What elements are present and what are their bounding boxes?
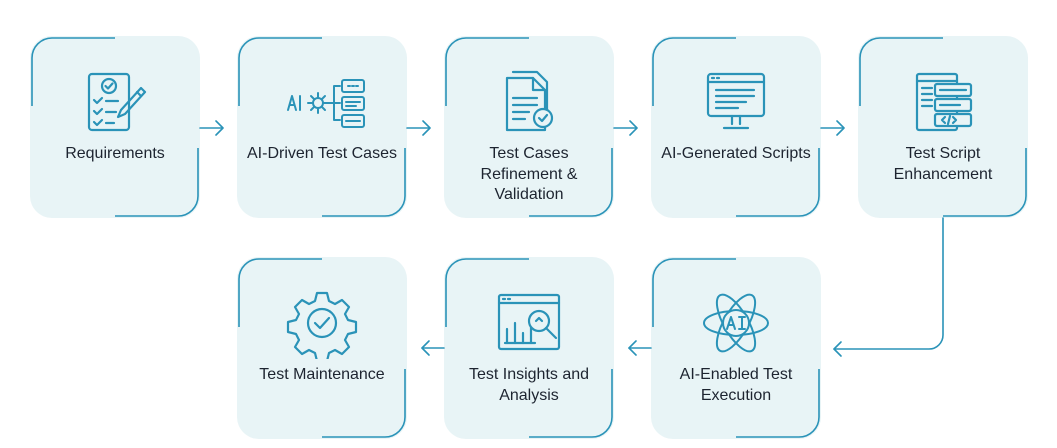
monitor-script-icon <box>706 72 766 130</box>
arrow-step3-to-step4 <box>613 120 638 136</box>
requirements-checklist-icon <box>87 72 147 132</box>
step-card-test-cases-refinement: Test Cases Refinement & Validation <box>444 36 614 218</box>
step-label: AI-Enabled Test Execution <box>679 366 793 404</box>
ai-gear-flow-icon <box>287 79 365 128</box>
step-label: Test Insights and Analysis <box>468 366 590 404</box>
step-card-ai-generated-scripts: AI-Generated Scripts <box>651 36 821 218</box>
step-label: Test Script Enhancement <box>893 145 993 183</box>
arrow-step4-to-step5 <box>820 120 845 136</box>
arrow-step7-to-step8 <box>421 340 445 356</box>
analytics-magnifier-icon <box>497 293 561 351</box>
arrow-step1-to-step2 <box>199 120 224 136</box>
arrow-step6-to-step7 <box>628 340 652 356</box>
step-label: Requirements <box>65 145 165 162</box>
arrow-step5-to-step6 <box>833 217 944 357</box>
ai-atom-icon <box>703 293 769 353</box>
step-card-requirements: Requirements <box>30 36 200 218</box>
step-card-test-insights-analysis: Test Insights and Analysis <box>444 257 614 439</box>
documents-check-icon <box>505 70 554 132</box>
step-card-ai-enabled-test-execution: AI-Enabled Test Execution <box>651 257 821 439</box>
step-label: Test Maintenance <box>259 366 385 383</box>
gear-check-icon <box>286 291 358 359</box>
step-label: Test Cases Refinement & Validation <box>480 145 578 203</box>
step-card-test-maintenance: Test Maintenance <box>237 257 407 439</box>
step-label: AI-Generated Scripts <box>661 145 811 162</box>
step-label: AI-Driven Test Cases <box>247 145 397 162</box>
code-windows-icon <box>915 72 973 132</box>
step-card-test-script-enhancement: Test Script Enhancement <box>858 36 1028 218</box>
step-card-ai-driven-test-cases: AI-Driven Test Cases <box>237 36 407 218</box>
arrow-step2-to-step3 <box>406 120 431 136</box>
